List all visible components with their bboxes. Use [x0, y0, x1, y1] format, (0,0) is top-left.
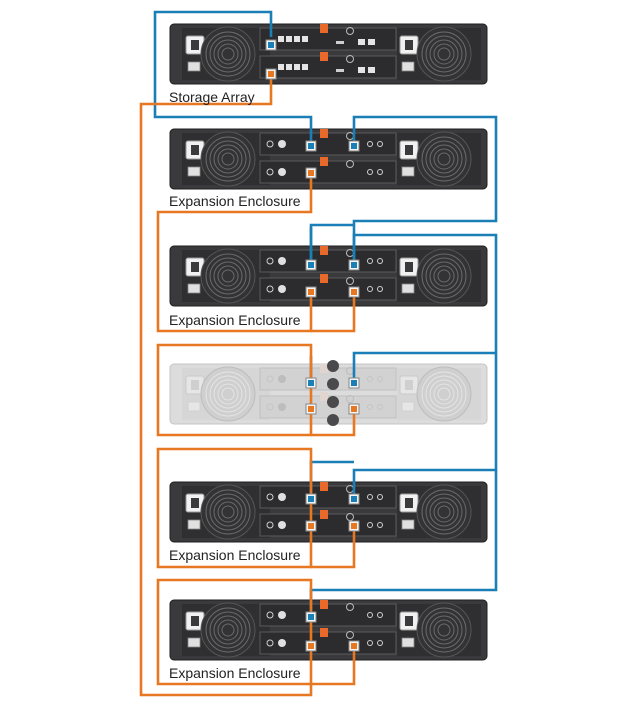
cable-connector-icon: [327, 378, 339, 390]
fan-icon: [200, 602, 256, 658]
expansion-enclosure-label-4: Expansion Enclosure: [169, 547, 301, 563]
fan-icon: [200, 484, 256, 540]
orange-cable-5: [156, 578, 356, 686]
cable-connector-icon: [327, 396, 339, 408]
release-latch-icon: [320, 274, 328, 283]
power-switch-icon: [187, 166, 201, 177]
orange-cable-2b: [311, 292, 356, 333]
host-port-icon: [294, 64, 300, 70]
host-port-icon: [286, 36, 292, 42]
expansion-enclosure-2: [169, 245, 488, 307]
fan-icon: [416, 484, 472, 540]
orange-cable-4: [156, 447, 313, 569]
fan-icon: [416, 26, 472, 82]
status-led-icon: [278, 285, 286, 293]
status-led-icon: [278, 639, 286, 647]
blue-cable-2: [352, 115, 498, 263]
power-switch-icon: [401, 637, 415, 648]
status-led-icon: [278, 493, 286, 501]
power-switch-icon: [401, 166, 415, 177]
host-port-icon: [294, 36, 300, 42]
expansion-enclosure-5: [169, 599, 488, 661]
fan-icon: [416, 248, 472, 304]
blue-cable-3: [352, 233, 498, 381]
power-switch-icon: [187, 401, 201, 412]
blue-cable-4: [352, 354, 498, 497]
release-latch-icon: [320, 129, 328, 138]
fan-icon: [200, 366, 256, 422]
host-port-icon: [302, 36, 308, 42]
expansion-enclosure-label-1: Expansion Enclosure: [169, 193, 301, 209]
release-latch-icon: [320, 510, 328, 519]
host-port-icon: [302, 64, 308, 70]
power-switch-icon: [401, 283, 415, 294]
expansion-enclosure-4: [169, 481, 488, 543]
blue-cable-1: [153, 10, 313, 144]
host-port-icon: [278, 36, 284, 42]
power-switch-icon: [401, 61, 415, 72]
orange-cable-2: [156, 173, 313, 333]
fan-icon: [416, 366, 472, 422]
release-latch-icon: [320, 482, 328, 491]
orange-cable-4b: [311, 526, 356, 569]
expansion-enclosure-1: [169, 128, 488, 190]
release-latch-icon: [320, 24, 328, 33]
status-led-icon: [278, 611, 286, 619]
status-led-icon: [278, 257, 286, 265]
power-switch-icon: [187, 519, 201, 530]
status-led-icon: [278, 140, 286, 148]
network-port-icon: [368, 67, 375, 73]
release-latch-icon: [320, 364, 328, 373]
network-port-icon: [358, 67, 365, 73]
orange-cable-3: [156, 343, 313, 437]
storage-array-label: Storage Array: [169, 89, 255, 105]
host-port-icon: [278, 64, 284, 70]
expansion-enclosure-3: [169, 363, 488, 425]
release-latch-icon: [320, 52, 328, 61]
release-latch-icon: [320, 600, 328, 609]
release-latch-icon: [320, 157, 328, 166]
fan-icon: [200, 248, 256, 304]
expansion-enclosure-label-5: Expansion Enclosure: [169, 665, 301, 681]
power-switch-icon: [401, 519, 415, 530]
status-led-icon: [278, 168, 286, 176]
host-port-icon: [286, 64, 292, 70]
orange-cable-1: [139, 70, 313, 697]
network-port-icon: [368, 39, 375, 45]
blue-cable-3b: [309, 223, 354, 263]
network-port-icon: [358, 39, 365, 45]
cable-connector-icon: [327, 360, 339, 372]
fan-icon: [200, 131, 256, 187]
release-latch-icon: [320, 628, 328, 637]
expansion-enclosure-label-2: Expansion Enclosure: [169, 312, 301, 328]
cable-connector-icon: [327, 414, 339, 426]
fan-icon: [416, 602, 472, 658]
status-led-icon: [278, 521, 286, 529]
power-switch-icon: [187, 637, 201, 648]
storage-array: [169, 23, 488, 85]
power-switch-icon: [187, 61, 201, 72]
orange-cable-3b: [311, 409, 356, 437]
power-switch-icon: [401, 401, 415, 412]
fan-icon: [416, 131, 472, 187]
status-led-icon: [278, 375, 286, 383]
status-led-icon: [278, 403, 286, 411]
release-latch-icon: [320, 246, 328, 255]
power-switch-icon: [187, 283, 201, 294]
fan-icon: [200, 26, 256, 82]
release-latch-icon: [320, 392, 328, 401]
